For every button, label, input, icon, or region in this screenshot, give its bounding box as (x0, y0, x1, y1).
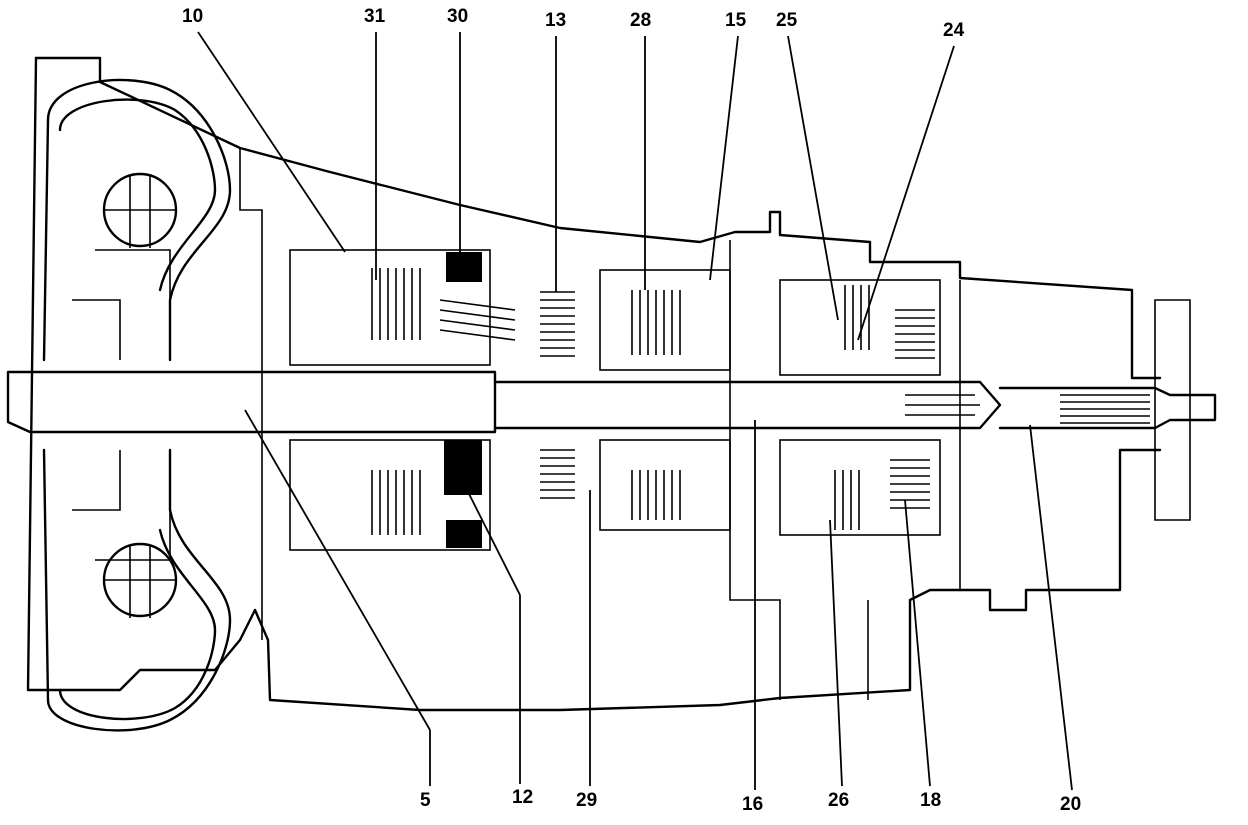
callout-26: 26 (828, 519, 849, 811)
callout-label-20: 20 (1060, 794, 1081, 815)
clutch-28 (599, 269, 731, 531)
callout-29: 29 (576, 490, 597, 811)
callout-label-30: 30 (447, 6, 468, 27)
gear-12 (439, 299, 516, 495)
callout-label-31: 31 (364, 6, 386, 27)
callout-label-29: 29 (576, 790, 597, 811)
callout-16: 16 (742, 420, 763, 815)
callout-label-12: 12 (512, 787, 533, 808)
torque-converter (42, 78, 232, 732)
callout-label-15: 15 (725, 10, 747, 31)
transmission-housing (26, 56, 1162, 712)
clutch-pack-31-upper (371, 268, 421, 340)
callout-label-24: 24 (943, 20, 965, 41)
callout-31: 31 (364, 6, 386, 280)
callout-label-26: 26 (828, 790, 849, 811)
band-30 (446, 252, 482, 548)
callout-label-10: 10 (182, 6, 203, 27)
rear-clutch-26-18 (834, 459, 930, 530)
clutch-13 (540, 291, 575, 499)
callout-label-5: 5 (420, 790, 431, 811)
callout-18: 18 (904, 499, 941, 811)
callout-label-13: 13 (545, 10, 566, 31)
callout-label-28: 28 (630, 10, 651, 31)
callout-10: 10 (182, 6, 346, 253)
shafts (6, 299, 1217, 521)
callout-24: 24 (857, 20, 965, 341)
callout-12: 12 (461, 479, 533, 808)
callout-label-16: 16 (742, 794, 763, 815)
callout-label-18: 18 (920, 790, 941, 811)
callout-15: 15 (709, 10, 747, 281)
callout-28: 28 (630, 10, 651, 290)
callout-25: 25 (776, 10, 839, 321)
callout-20: 20 (1029, 424, 1081, 815)
clutch-pack-31-lower (371, 470, 421, 535)
callout-5: 5 (244, 409, 431, 811)
callout-13: 13 (545, 10, 566, 292)
callout-30: 30 (447, 6, 468, 255)
clutch-packs (289, 249, 941, 551)
rear-planetary-24-25 (779, 279, 941, 536)
callout-label-25: 25 (776, 10, 798, 31)
